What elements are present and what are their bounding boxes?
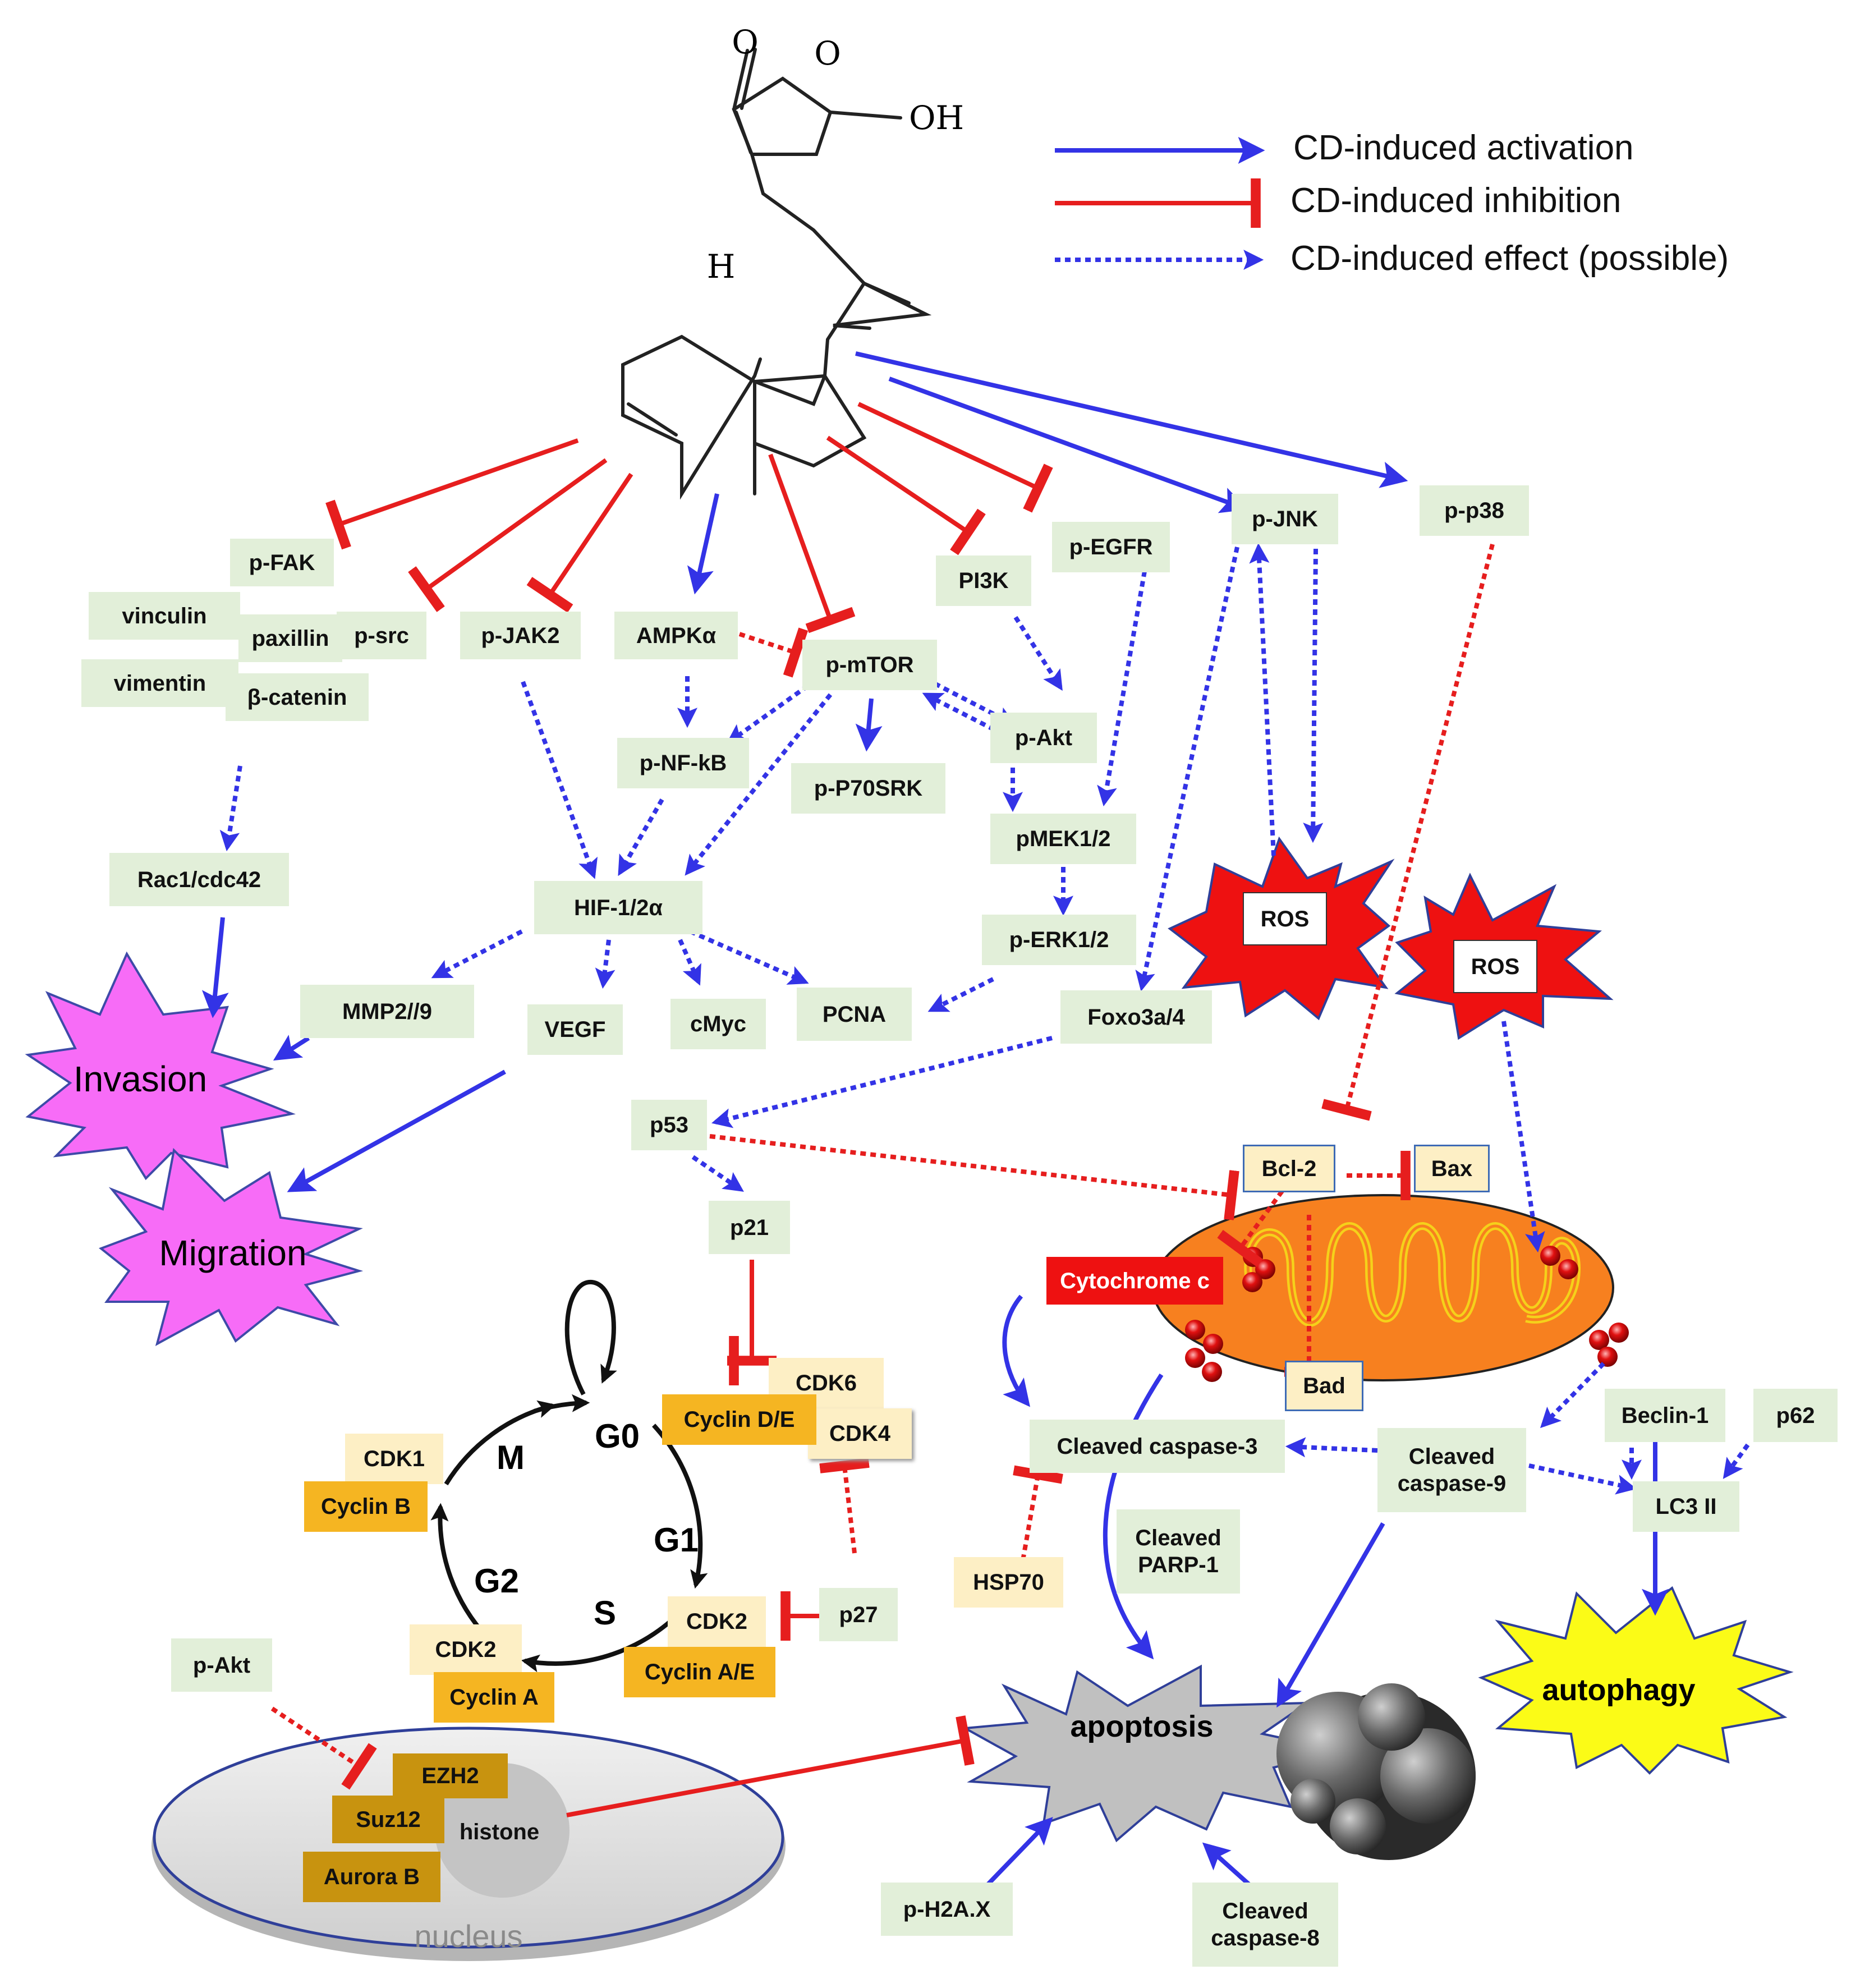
node-ampk: AMPKα bbox=[614, 612, 738, 659]
node-cdk2-left: CDK2 bbox=[410, 1624, 522, 1675]
node-p-jnk: p-JNK bbox=[1232, 494, 1338, 544]
node-beclin-1: Beclin-1 bbox=[1605, 1389, 1725, 1442]
node-cdk1: CDK1 bbox=[345, 1434, 443, 1484]
node-ros-1: ROS bbox=[1243, 892, 1327, 945]
node-aurora-b: Aurora B bbox=[303, 1852, 440, 1902]
possible-inhibition-arrows bbox=[270, 544, 1495, 1790]
node-cyclin-ae: Cyclin A/E bbox=[624, 1647, 775, 1697]
node-beta-catenin: β-catenin bbox=[226, 673, 369, 721]
node-lc3: LC3 II bbox=[1633, 1481, 1739, 1532]
phase-g1: G1 bbox=[654, 1521, 699, 1559]
node-p-nfkb: p-NF-kB bbox=[617, 738, 749, 788]
node-p-p70srk: p-P70SRK bbox=[791, 763, 945, 814]
node-pmek: pMEK1/2 bbox=[990, 814, 1136, 864]
inhibition-arrows bbox=[325, 402, 1053, 1817]
node-perk: p-ERK1/2 bbox=[982, 915, 1136, 965]
migration-label: Migration bbox=[159, 1233, 306, 1273]
phase-s: S bbox=[594, 1594, 616, 1632]
node-cyclin-a: Cyclin A bbox=[434, 1672, 554, 1723]
legend-inhibition: CD-induced inhibition bbox=[1290, 181, 1622, 220]
node-hsp70: HSP70 bbox=[954, 1557, 1063, 1608]
node-histone: histone bbox=[459, 1820, 540, 1844]
node-foxo: Foxo3a/4 bbox=[1060, 990, 1212, 1044]
node-p-h2ax: p-H2A.X bbox=[881, 1883, 1013, 1936]
migration-burst bbox=[99, 1147, 364, 1346]
node-vimentin: vimentin bbox=[81, 659, 238, 707]
node-bcl2: Bcl-2 bbox=[1243, 1145, 1335, 1192]
node-p-jak2: p-JAK2 bbox=[460, 612, 581, 659]
phase-m: M bbox=[497, 1439, 525, 1476]
legend-activation: CD-induced activation bbox=[1293, 128, 1634, 167]
node-suz12: Suz12 bbox=[332, 1796, 444, 1843]
node-cyclin-de: Cyclin D/E bbox=[662, 1394, 816, 1445]
node-cyclin-b: Cyclin B bbox=[304, 1481, 428, 1532]
nucleus-label: nucleus bbox=[414, 1918, 522, 1954]
node-bad: Bad bbox=[1285, 1361, 1363, 1411]
cell-cycle bbox=[430, 1279, 708, 1673]
oh-label: OH bbox=[909, 99, 964, 137]
node-p62: p62 bbox=[1753, 1389, 1838, 1442]
node-mmp: MMP2//9 bbox=[300, 985, 474, 1038]
legend bbox=[1055, 137, 1265, 270]
node-pi3k: PI3K bbox=[936, 555, 1031, 606]
node-cdk2-right: CDK2 bbox=[668, 1596, 766, 1647]
ring-o-label: O bbox=[814, 34, 841, 72]
node-cleaved-caspase-8: Cleaved caspase-8 bbox=[1192, 1883, 1338, 1967]
node-pcna: PCNA bbox=[797, 988, 912, 1041]
compound-structure bbox=[621, 48, 932, 500]
node-p-fak: p-FAK bbox=[230, 539, 334, 586]
legend-possible: CD-induced effect (possible) bbox=[1290, 239, 1729, 278]
node-cytochrome-c: Cytochrome c bbox=[1046, 1257, 1223, 1305]
phase-g2: G2 bbox=[474, 1562, 519, 1600]
apoptosis-label: apoptosis bbox=[1070, 1710, 1213, 1743]
node-p-src: p-src bbox=[337, 612, 426, 659]
node-vegf: VEGF bbox=[527, 1004, 623, 1055]
autophagy-label: autophagy bbox=[1542, 1673, 1695, 1707]
node-p-akt-2: p-Akt bbox=[171, 1638, 272, 1692]
node-vinculin: vinculin bbox=[89, 592, 240, 640]
apoptotic-cell-icon bbox=[1276, 1683, 1476, 1860]
node-cmyc: cMyc bbox=[670, 999, 766, 1049]
node-cleaved-parp-1: Cleaved PARP-1 bbox=[1117, 1509, 1240, 1594]
apoptosis-burst bbox=[961, 1664, 1342, 1843]
node-rac1: Rac1/cdc42 bbox=[109, 853, 289, 906]
node-p27: p27 bbox=[819, 1588, 898, 1641]
node-cdk4: CDK4 bbox=[808, 1408, 912, 1459]
node-p-akt: p-Akt bbox=[990, 713, 1097, 763]
carbonyl-o-label: O bbox=[732, 23, 759, 61]
node-ros-2: ROS bbox=[1453, 940, 1537, 993]
node-cleaved-caspase-3: Cleaved caspase-3 bbox=[1030, 1420, 1285, 1473]
node-p-egfr: p-EGFR bbox=[1052, 522, 1170, 572]
invasion-label: Invasion bbox=[74, 1059, 207, 1099]
h-label: H bbox=[707, 247, 736, 286]
node-p21: p21 bbox=[709, 1201, 790, 1254]
mitochondrion bbox=[1152, 1194, 1614, 1381]
node-cleaved-caspase-9: Cleaved caspase-9 bbox=[1377, 1428, 1526, 1512]
node-p-mtor: p-mTOR bbox=[802, 640, 937, 690]
node-paxillin: paxillin bbox=[238, 614, 342, 662]
phase-g0: G0 bbox=[595, 1417, 640, 1455]
node-p-p38: p-p38 bbox=[1420, 485, 1529, 536]
node-hif: HIF-1/2α bbox=[534, 881, 702, 934]
node-ezh2: EZH2 bbox=[393, 1753, 508, 1798]
node-bax: Bax bbox=[1414, 1145, 1490, 1192]
node-p53: p53 bbox=[631, 1100, 707, 1150]
